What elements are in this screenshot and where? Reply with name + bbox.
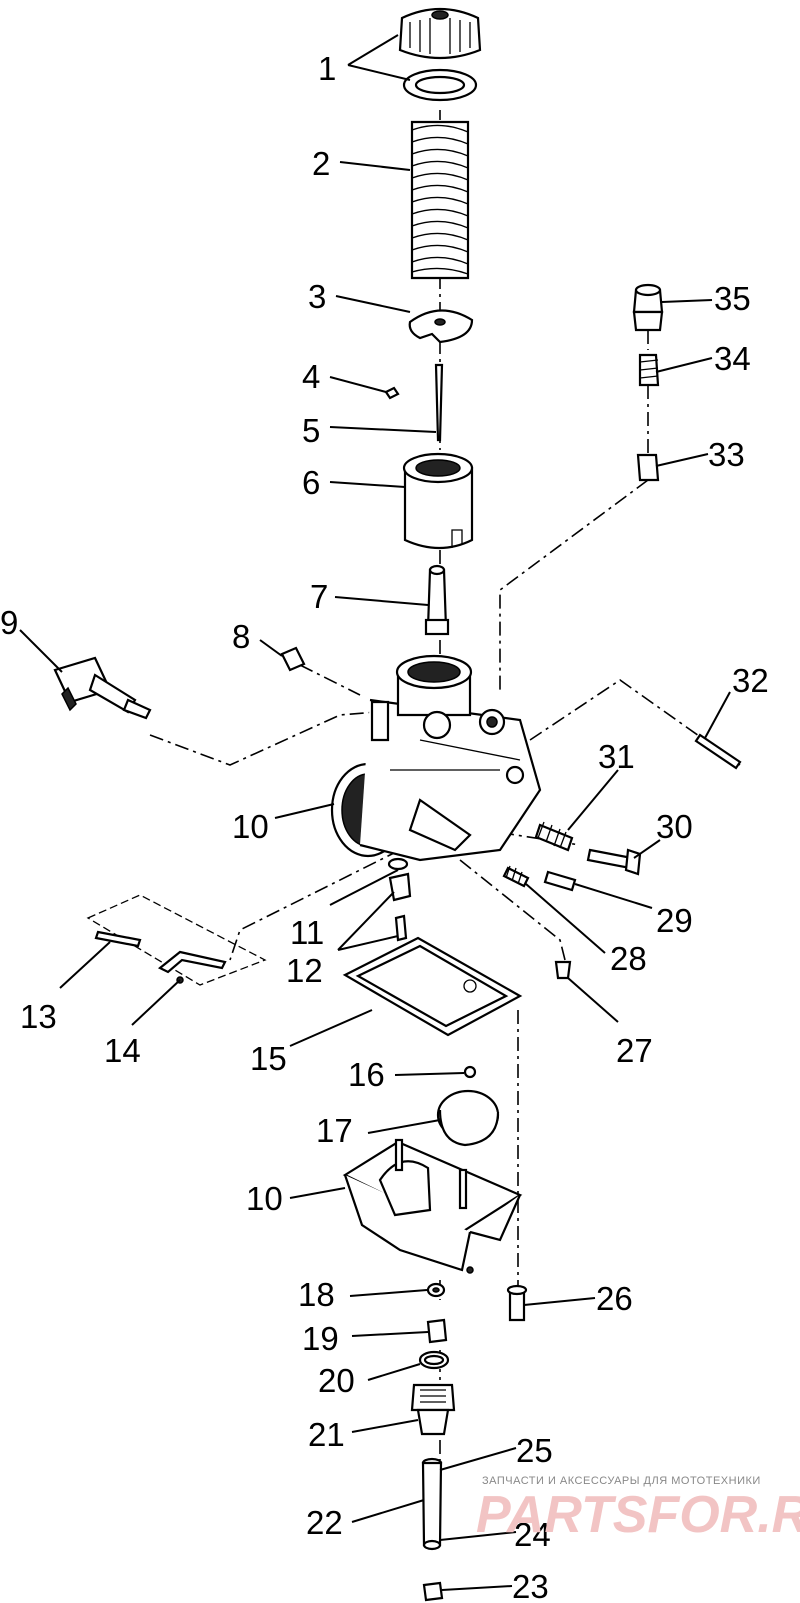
callout-32: 32 [732, 662, 769, 699]
part-20-o-ring [418, 1350, 450, 1370]
part-16-ball [463, 1065, 477, 1079]
part-28-29-pilot-screw [502, 865, 577, 892]
part-27-needle-valve [554, 960, 572, 980]
callout-18: 18 [298, 1276, 335, 1313]
callout-27: 27 [616, 1032, 653, 1069]
callout-15: 15 [250, 1040, 287, 1077]
part-9-starter-plunger [53, 656, 152, 720]
part-30-31-throttle-screw [534, 821, 642, 876]
callout-10-body: 10 [232, 808, 269, 845]
callout-11: 11 [290, 914, 324, 951]
part-11-washer [387, 857, 409, 871]
leader-lines [19, 34, 731, 1591]
callout-1: 1 [318, 50, 336, 87]
part-23-cap-nut [422, 1581, 444, 1602]
callout-19: 19 [302, 1320, 339, 1357]
callout-16: 16 [348, 1056, 385, 1093]
callout-28: 28 [610, 940, 647, 977]
callout-7: 7 [310, 578, 328, 615]
part-7-needle-jet [424, 564, 450, 636]
part-18-washer [426, 1282, 446, 1298]
part-22-24-25-stem [421, 1457, 443, 1551]
callout-29: 29 [656, 902, 693, 939]
part-17-float [436, 1089, 500, 1147]
callout-24: 24 [514, 1516, 551, 1553]
callout-33: 33 [708, 436, 745, 473]
callout-5: 5 [302, 412, 320, 449]
callout-21: 21 [308, 1416, 345, 1453]
part-33-35-adjuster [632, 283, 664, 482]
part-21-drain-plug [410, 1383, 456, 1436]
part-6-slide [402, 452, 474, 550]
callout-3: 3 [308, 278, 326, 315]
part-4-clip [384, 386, 400, 400]
part-19-main-jet [426, 1318, 448, 1344]
part-2-spring [410, 120, 470, 280]
callout-26: 26 [596, 1280, 633, 1317]
part-5-needle [434, 363, 444, 442]
watermark-brand: PARTSFOR.RU [476, 1486, 800, 1544]
callout-2: 2 [312, 145, 330, 182]
callout-4: 4 [302, 358, 320, 395]
watermark: PARTSFOR.RU ЗАПЧАСТИ И АКСЕССУАРЫ ДЛЯ МО… [476, 1475, 800, 1544]
callout-9: 9 [0, 604, 18, 641]
callout-8: 8 [232, 618, 250, 655]
callout-31: 31 [598, 738, 635, 775]
watermark-tagline: ЗАПЧАСТИ И АКСЕССУАРЫ ДЛЯ МОТОТЕХНИКИ [482, 1475, 761, 1487]
callout-22: 22 [306, 1504, 343, 1541]
callout-labels: 1 2 3 4 5 6 7 8 9 10 10 11 12 13 14 15 1… [0, 50, 769, 1603]
callout-20: 20 [318, 1362, 355, 1399]
callout-6: 6 [302, 464, 320, 501]
callout-30: 30 [656, 808, 693, 845]
part-13-14-fuel-line [86, 894, 267, 986]
callout-23: 23 [512, 1568, 549, 1603]
callout-13: 13 [20, 998, 57, 1035]
part-15-gasket [342, 936, 523, 1037]
callout-25: 25 [516, 1432, 553, 1469]
callout-35: 35 [714, 280, 751, 317]
callout-17: 17 [316, 1112, 353, 1149]
part-12-pilot-jet [388, 872, 412, 942]
callout-10-bowl: 10 [246, 1180, 283, 1217]
part-8-plug [280, 646, 306, 672]
part-10-float-bowl [342, 1138, 523, 1274]
callout-34: 34 [714, 340, 751, 377]
part-26-screw [506, 1284, 528, 1322]
part-1-cap [398, 7, 482, 102]
part-3-retainer [408, 309, 474, 344]
callout-14: 14 [104, 1032, 141, 1069]
part-32-rod [694, 733, 742, 770]
part-10-carburetor-body [330, 654, 542, 862]
callout-12: 12 [286, 952, 323, 989]
